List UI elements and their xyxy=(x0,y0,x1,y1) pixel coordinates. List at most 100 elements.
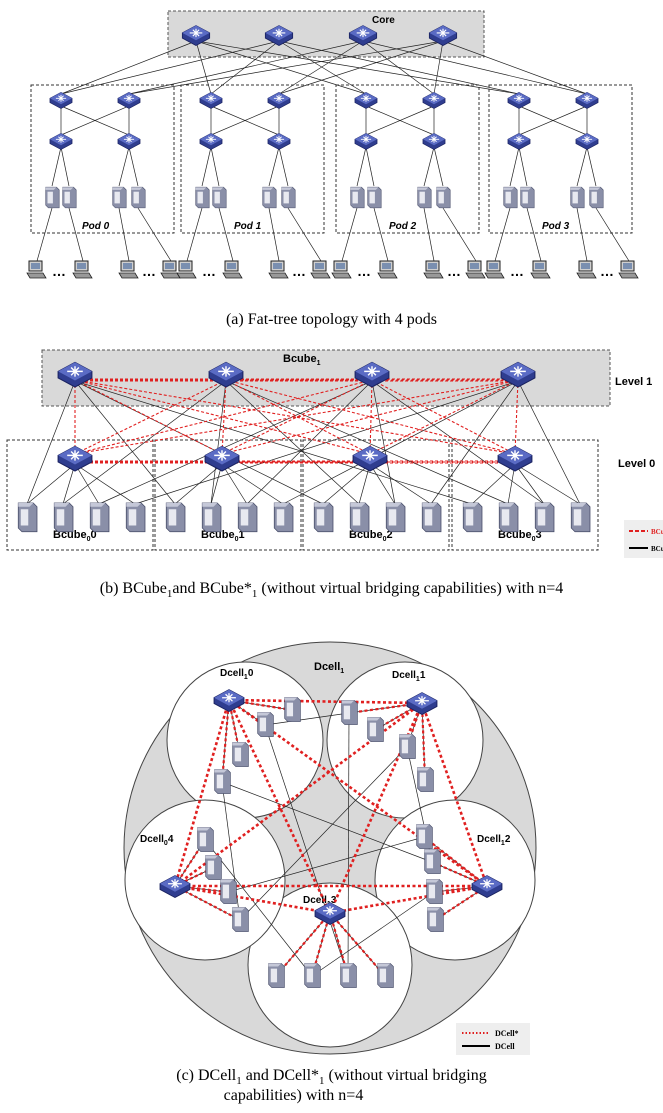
level1-link xyxy=(371,380,545,505)
server-host-link xyxy=(526,207,542,262)
edge-server-link xyxy=(118,146,130,187)
server xyxy=(165,502,186,533)
edge-server-link xyxy=(128,146,139,187)
host-pc xyxy=(118,260,139,279)
dcell-subcell-circle xyxy=(374,799,536,961)
dcell-inter-link xyxy=(311,891,435,977)
server xyxy=(205,855,222,880)
host-pc xyxy=(377,260,398,279)
core-agg-link xyxy=(278,40,364,95)
pod-label: Pod 2 xyxy=(389,221,417,232)
server xyxy=(17,502,38,533)
bcube-star-link xyxy=(74,379,516,455)
aggregation-switch xyxy=(49,91,73,109)
agg-edge-link xyxy=(210,105,280,136)
host-ellipsis: … xyxy=(202,263,216,279)
server-host-link xyxy=(576,207,588,262)
dcell-subcell-label: Dcell12 xyxy=(477,834,511,847)
host-ellipsis: … xyxy=(447,263,461,279)
dcell-switch xyxy=(314,902,346,926)
level0-link xyxy=(471,463,516,505)
dcell-star-link xyxy=(174,884,331,915)
level1-switch xyxy=(354,361,390,388)
server-host-link xyxy=(494,207,511,262)
server-host-link xyxy=(442,207,477,262)
server xyxy=(214,769,231,794)
level0-link xyxy=(74,463,136,505)
dcell-star-link xyxy=(433,884,488,894)
host-pc xyxy=(576,260,597,279)
dcell-subcell-label: Dcell10 xyxy=(220,668,254,681)
dcell-subcell-label: Dcell11 xyxy=(392,670,426,683)
agg-edge-link xyxy=(60,105,130,136)
pod-box xyxy=(488,84,633,234)
bcube-star-link xyxy=(74,379,223,455)
server xyxy=(304,963,321,988)
host-ellipsis: … xyxy=(510,263,524,279)
server-host-link xyxy=(268,207,280,262)
server xyxy=(426,879,443,904)
level1-link xyxy=(430,380,519,505)
server xyxy=(195,186,210,209)
level0-link xyxy=(174,463,223,505)
edge-switch xyxy=(575,132,599,150)
level0-link xyxy=(221,463,248,505)
server xyxy=(427,907,444,932)
dcell1-outer-label: Dcell1 xyxy=(314,661,344,675)
dcell-star-link xyxy=(423,836,488,887)
server xyxy=(220,879,237,904)
server xyxy=(436,186,451,209)
bcube-star-link xyxy=(369,379,519,455)
server xyxy=(268,963,285,988)
server xyxy=(520,186,535,209)
server xyxy=(416,824,433,849)
dcell-star-link xyxy=(420,702,427,781)
host-pc xyxy=(310,260,331,279)
dcell-star-link xyxy=(275,912,331,977)
host-pc xyxy=(331,260,352,279)
core-switch xyxy=(264,25,294,46)
pod-label: Pod 3 xyxy=(542,221,570,232)
host-pc xyxy=(222,260,243,279)
server xyxy=(131,186,146,209)
edge-switch xyxy=(422,132,446,150)
legend-bcube-star-label: BCube* xyxy=(651,528,663,536)
level1-link xyxy=(62,380,227,505)
edge-switch xyxy=(267,132,291,150)
server-host-link xyxy=(68,207,84,262)
dcell-star-link xyxy=(329,884,488,915)
server-host-link xyxy=(137,207,172,262)
bcube-caption: (b) BCube1and BCube*1 (without virtual b… xyxy=(99,580,564,601)
level1-link xyxy=(225,380,360,505)
level1-link xyxy=(246,380,373,505)
bcube0-box xyxy=(302,439,450,551)
host-pc xyxy=(423,260,444,279)
server-host-link xyxy=(423,207,435,262)
bcube-star-link xyxy=(371,379,516,455)
server xyxy=(417,186,432,209)
bcube-star-link xyxy=(221,379,373,455)
edge-server-link xyxy=(423,146,435,187)
server xyxy=(462,502,483,533)
level1-link xyxy=(26,380,76,505)
pod-label: Pod 1 xyxy=(234,221,262,232)
dcell-star-link xyxy=(228,698,423,705)
server-host-link xyxy=(218,207,234,262)
dcell-inter-link xyxy=(204,839,313,977)
level1-link xyxy=(74,380,324,505)
server xyxy=(377,963,394,988)
pod-box xyxy=(180,84,325,234)
level0-switch xyxy=(57,445,93,472)
level1-link xyxy=(517,380,581,505)
legend-bcube-label: BCube xyxy=(651,545,663,553)
level1-link xyxy=(74,380,176,505)
edge-server-link xyxy=(268,146,280,187)
core-agg-link xyxy=(128,40,444,95)
dcell-inter-link xyxy=(264,712,350,726)
dcell-star-link xyxy=(329,912,386,977)
aggregation-switch xyxy=(199,91,223,109)
agg-edge-link xyxy=(518,105,588,136)
level0-link xyxy=(358,463,371,505)
server xyxy=(62,186,77,209)
